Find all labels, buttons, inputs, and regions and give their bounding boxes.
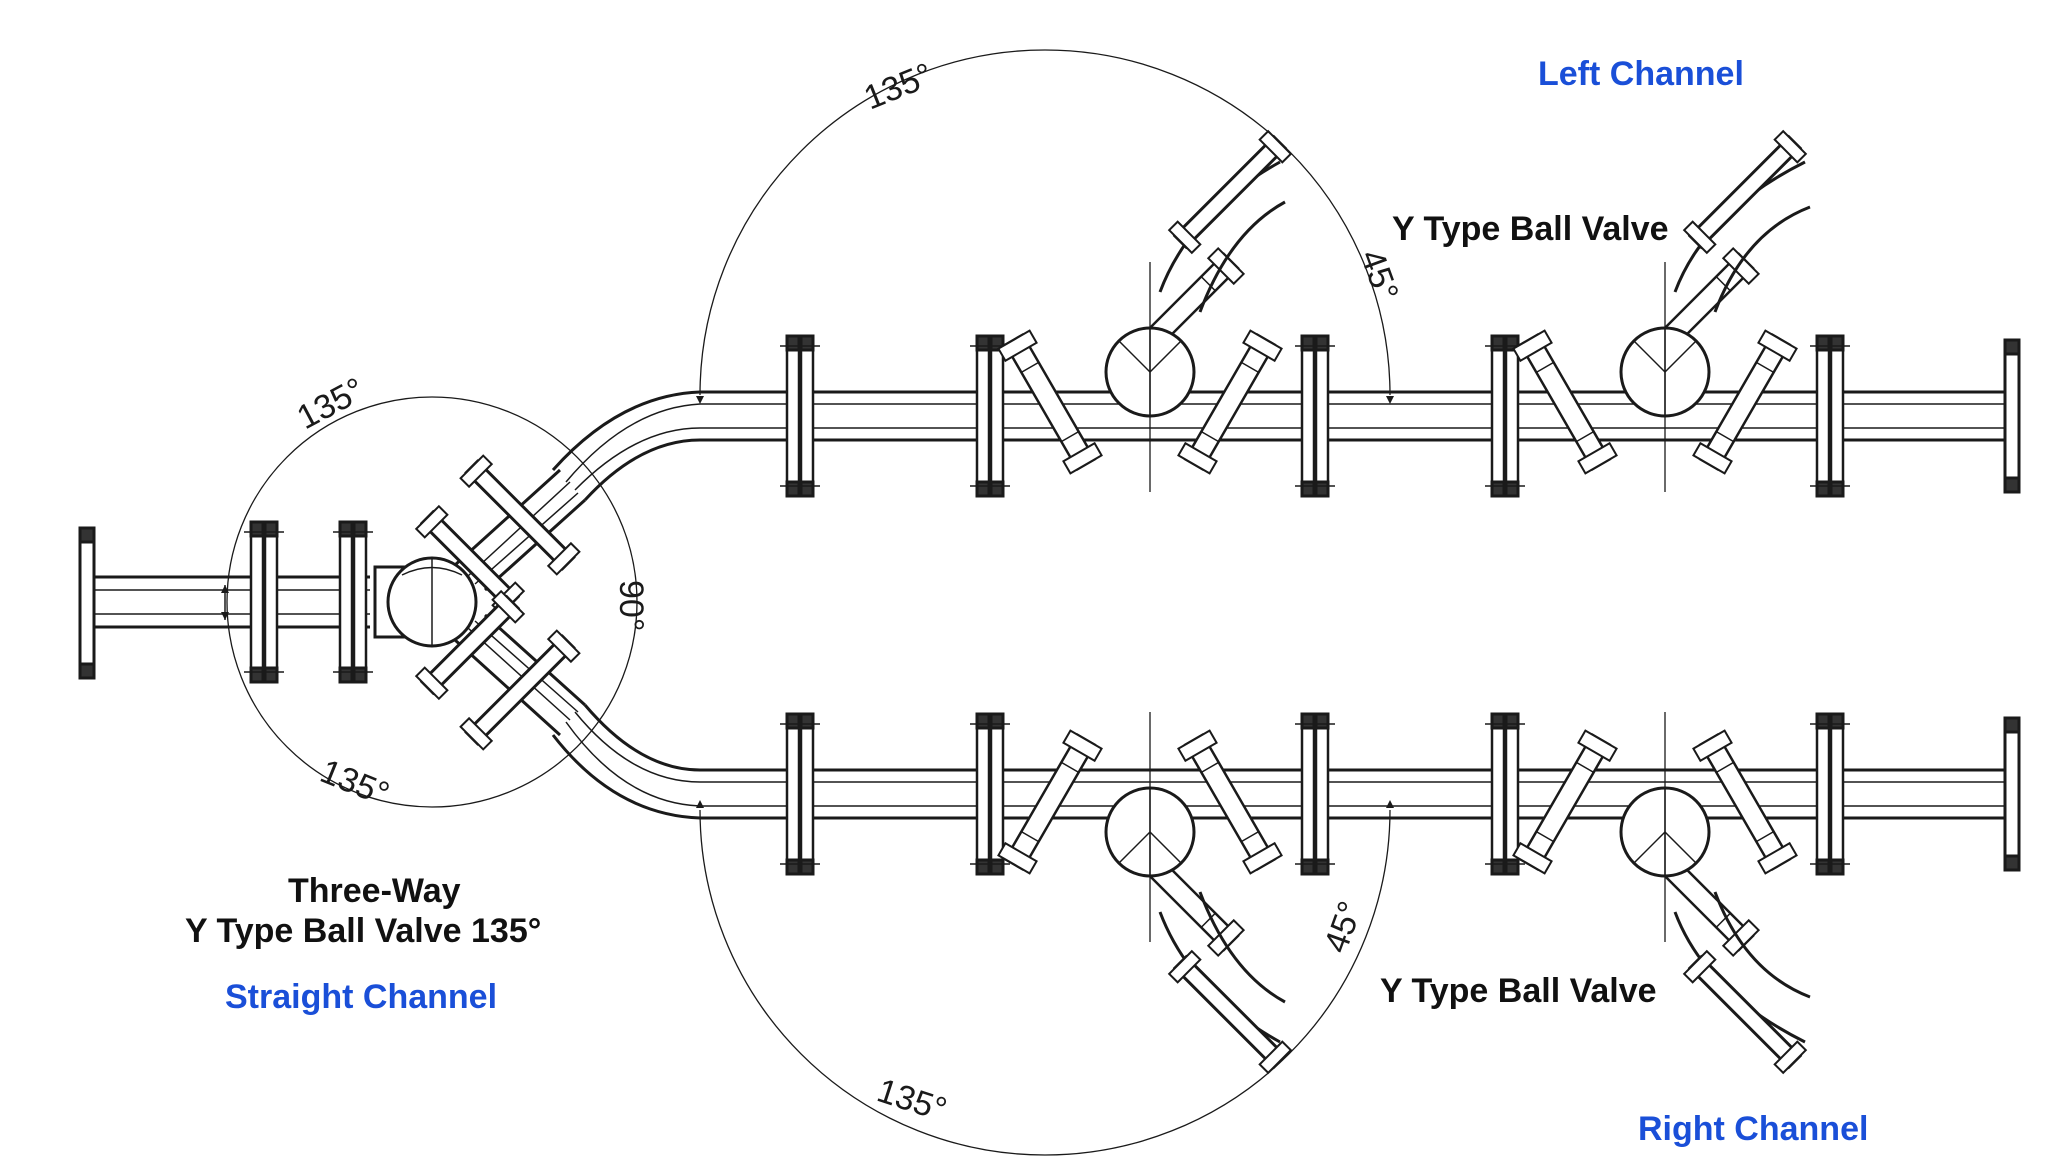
y-valve-bottom-label: Y Type Ball Valve: [1380, 972, 1657, 1010]
right-channel-label: Right Channel: [1638, 1110, 1869, 1148]
angle-90: 90°: [612, 580, 650, 631]
angle-45-bottom: 45°: [1317, 896, 1370, 957]
y-valve-top-label: Y Type Ball Valve: [1392, 210, 1669, 248]
three-way-label-line2: Y Type Ball Valve 135°: [185, 912, 542, 950]
straight-channel-label: Straight Channel: [225, 978, 498, 1016]
angle-135-left-top: 135°: [291, 370, 371, 437]
angle-135-left-bottom: 135°: [315, 752, 394, 814]
angle-135-bottom: 135°: [873, 1071, 952, 1129]
angle-45-top: 45°: [1352, 245, 1405, 306]
angle-135-top: 135°: [859, 56, 938, 118]
three-way-label-line1: Three-Way: [288, 872, 461, 910]
left-channel-label: Left Channel: [1538, 55, 1744, 93]
